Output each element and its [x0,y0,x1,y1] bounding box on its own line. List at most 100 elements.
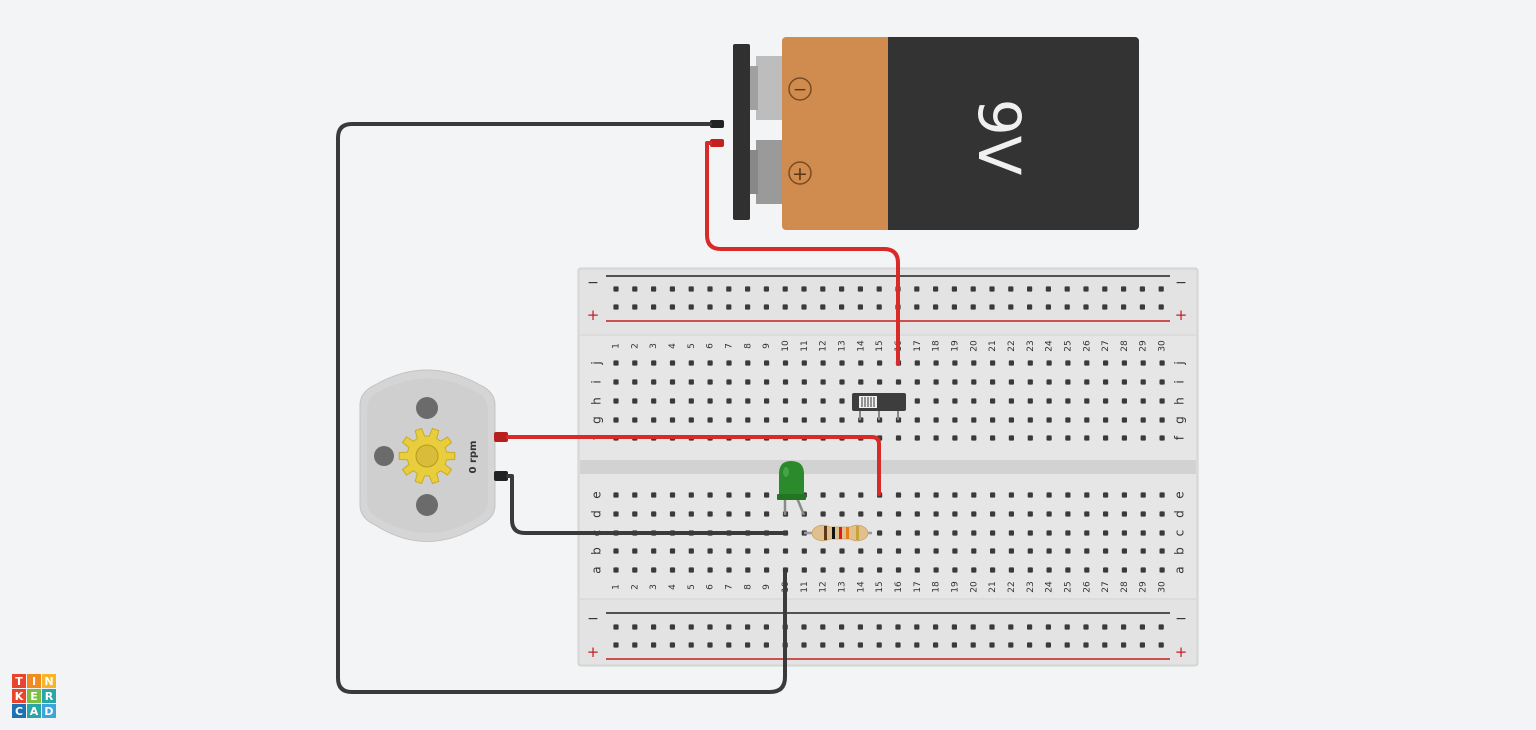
terminal-hole[interactable] [914,492,920,498]
terminal-hole[interactable] [1121,548,1127,554]
terminal-hole[interactable] [707,379,713,385]
rail-hole[interactable] [782,286,788,292]
terminal-hole[interactable] [1140,492,1146,498]
terminal-hole[interactable] [1008,530,1014,536]
terminal-hole[interactable] [952,567,958,573]
rail-hole[interactable] [801,286,807,292]
terminal-hole[interactable] [726,379,732,385]
terminal-hole[interactable] [632,492,638,498]
terminal-hole[interactable] [820,398,826,404]
terminal-hole[interactable] [933,548,939,554]
terminal-hole[interactable] [782,398,789,404]
terminal-hole[interactable] [764,567,770,573]
terminal-hole[interactable] [820,548,826,554]
terminal-hole[interactable] [688,548,694,554]
terminal-hole[interactable] [745,398,751,404]
rail-hole[interactable] [613,304,619,310]
terminal-hole[interactable] [990,530,996,536]
rail-hole[interactable] [745,624,751,630]
terminal-hole[interactable] [1065,360,1071,366]
terminal-hole[interactable] [726,398,732,404]
terminal-hole[interactable] [1121,360,1127,366]
rail-hole[interactable] [1121,624,1127,630]
rail-hole[interactable] [1158,304,1164,310]
rail-hole[interactable] [951,286,957,292]
terminal-hole[interactable] [1159,548,1165,554]
terminal-hole[interactable] [669,567,676,573]
terminal-hole[interactable] [971,492,977,498]
terminal-hole[interactable] [1027,417,1033,423]
rail-hole[interactable] [745,304,751,310]
terminal-hole[interactable] [1140,530,1146,536]
rail-hole[interactable] [1158,286,1164,292]
terminal-hole[interactable] [1027,567,1033,573]
terminal-hole[interactable] [971,417,977,423]
terminal-hole[interactable] [895,511,902,517]
terminal-hole[interactable] [1103,398,1109,404]
terminal-hole[interactable] [651,417,657,423]
terminal-hole[interactable] [782,417,789,423]
terminal-hole[interactable] [914,417,920,423]
terminal-hole[interactable] [1084,530,1090,536]
rail-hole[interactable] [1121,642,1127,648]
rail-hole[interactable] [1083,624,1089,630]
rail-hole[interactable] [857,304,863,310]
terminal-hole[interactable] [971,567,977,573]
terminal-hole[interactable] [990,398,996,404]
rail-hole[interactable] [1139,304,1145,310]
terminal-hole[interactable] [613,417,619,423]
rail-hole[interactable] [688,642,694,648]
terminal-hole[interactable] [1046,492,1052,498]
terminal-hole[interactable] [707,360,713,366]
rail-hole[interactable] [820,286,826,292]
terminal-hole[interactable] [914,511,920,517]
terminal-hole[interactable] [839,417,845,423]
terminal-hole[interactable] [858,548,864,554]
terminal-hole[interactable] [632,360,638,366]
terminal-hole[interactable] [613,548,619,554]
rail-hole[interactable] [895,624,901,630]
rail-hole[interactable] [1121,304,1127,310]
terminal-hole[interactable] [801,567,807,573]
breadboard[interactable]: − − + + − − + + 112233445566778899101011… [577,267,1199,667]
terminal-hole[interactable] [952,435,958,441]
terminal-hole[interactable] [669,511,676,517]
terminal-hole[interactable] [1084,379,1090,385]
terminal-hole[interactable] [933,398,939,404]
rail-hole[interactable] [726,286,732,292]
rail-hole[interactable] [1064,304,1070,310]
terminal-hole[interactable] [726,417,732,423]
wires[interactable] [336,122,900,694]
terminal-hole[interactable] [858,360,864,366]
terminal-hole[interactable] [764,511,770,517]
rail-hole[interactable] [1102,642,1108,648]
terminal-hole[interactable] [764,398,770,404]
terminal-hole[interactable] [745,511,751,517]
rail-hole[interactable] [763,286,769,292]
terminal-hole[interactable] [820,417,826,423]
terminal-hole[interactable] [688,398,694,404]
rail-hole[interactable] [726,304,732,310]
terminal-hole[interactable] [858,492,864,498]
rail-hole[interactable] [1158,642,1164,648]
terminal-hole[interactable] [782,548,789,554]
terminal-hole[interactable] [613,398,619,404]
terminal-hole[interactable] [971,398,977,404]
terminal-hole[interactable] [839,360,845,366]
terminal-hole[interactable] [1159,567,1165,573]
terminal-hole[interactable] [952,379,958,385]
terminal-hole[interactable] [1065,417,1071,423]
rail-hole[interactable] [745,286,751,292]
wire-red-motor-to-breadboard[interactable] [506,435,881,496]
terminal-hole[interactable] [1103,435,1109,441]
terminal-hole[interactable] [801,417,807,423]
terminal-hole[interactable] [952,548,958,554]
terminal-hole[interactable] [613,492,619,498]
rail-hole[interactable] [613,624,619,630]
rail-hole[interactable] [839,624,845,630]
terminal-hole[interactable] [651,548,657,554]
terminal-hole[interactable] [651,360,657,366]
dc-motor[interactable]: 0 rpm [359,369,508,542]
rail-hole[interactable] [820,624,826,630]
terminal-hole[interactable] [971,435,977,441]
